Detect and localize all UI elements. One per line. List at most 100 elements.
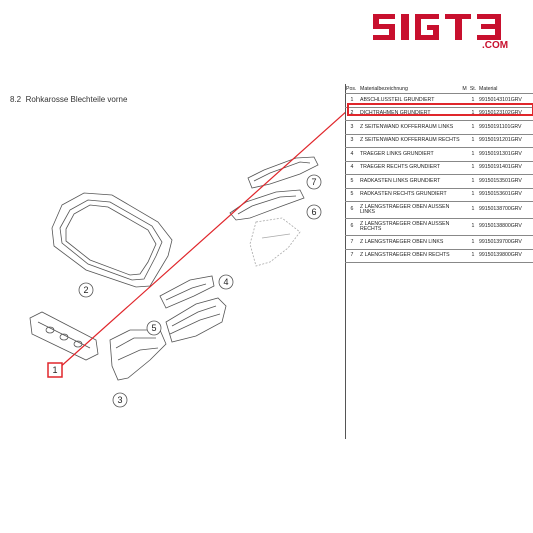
header-name: Materialbezeichnung — [359, 84, 461, 94]
callout-7: 7 — [306, 174, 322, 190]
row-material: 99150191201GRV — [478, 134, 533, 148]
header-qty: St. — [468, 84, 478, 94]
callout-1: 1 — [47, 362, 63, 378]
row-pos: 4 — [345, 161, 359, 175]
row-qty: 1 — [468, 93, 478, 108]
row-name: Z LAENGSTRAEGER OBEN AUSSEN LINKS — [359, 201, 461, 219]
row-qty: 1 — [468, 188, 478, 202]
part-6-strut — [229, 189, 305, 221]
row-material: 99150123102GRV — [478, 107, 533, 121]
parts-table-container: Pos. Materialbezeichnung M St. Material … — [345, 84, 533, 263]
callout-4: 4 — [218, 274, 234, 290]
row-m — [461, 161, 468, 175]
row-material: 99150191401GRV — [478, 161, 533, 175]
row-material: 99150139700GRV — [478, 235, 533, 250]
row-m — [461, 174, 468, 189]
row-name: Z SEITENWAND KOFFERRAUM RECHTS — [359, 134, 461, 148]
row-pos: 5 — [345, 174, 359, 189]
svg-text:5: 5 — [151, 323, 156, 333]
row-qty: 1 — [468, 174, 478, 189]
row-name: Z SEITENWAND KOFFERRAUM LINKS — [359, 120, 461, 135]
row-qty: 1 — [468, 161, 478, 175]
row-m — [461, 93, 468, 108]
row-material: 99150139800GRV — [478, 249, 533, 263]
row-pos: 4 — [345, 147, 359, 162]
section-number: 8.2 — [10, 95, 22, 104]
row-qty: 1 — [468, 218, 478, 236]
row-qty: 1 — [468, 201, 478, 219]
svg-text:1: 1 — [52, 365, 57, 375]
row-pos: 3 — [345, 120, 359, 135]
row-pos: 6 — [345, 218, 359, 236]
part-2-frame — [51, 192, 173, 288]
section-name: Rohkarosse Blechteile vorne — [25, 95, 128, 104]
parts-diagram: 1 2 3 4 5 6 7 — [29, 111, 345, 408]
row-pos: 6 — [345, 201, 359, 219]
row-m — [461, 235, 468, 250]
part-1-endpiece — [29, 311, 99, 361]
row-name: Z LAENGSTRAEGER OBEN RECHTS — [359, 249, 461, 263]
svg-text:2: 2 — [83, 285, 88, 295]
logo-domain: .COM — [482, 40, 509, 51]
row-pos: 3 — [345, 134, 359, 148]
row-material: 99150191101GRV — [478, 120, 533, 135]
row-qty: 1 — [468, 120, 478, 135]
row-pos: 5 — [345, 188, 359, 202]
callout-5: 5 — [146, 320, 162, 336]
callout-6: 6 — [306, 204, 322, 220]
row-name: DICHTRAHMEN GRUNDIERT — [359, 107, 461, 121]
row-m — [461, 147, 468, 162]
row-m — [461, 218, 468, 236]
part-7-strut — [247, 156, 319, 189]
row-m — [461, 188, 468, 202]
row-m — [461, 201, 468, 219]
svg-text:3: 3 — [117, 395, 122, 405]
header-pos: Pos. — [345, 84, 359, 94]
row-name: Z LAENGSTRAEGER OBEN LINKS — [359, 235, 461, 250]
row-qty: 1 — [468, 249, 478, 263]
header-material: Material — [478, 84, 533, 94]
row-material: 99150153501GRV — [478, 174, 533, 189]
row-name: RADKASTEN LINKS GRUNDIERT — [359, 174, 461, 189]
row-pos: 7 — [345, 235, 359, 250]
row-name: TRAEGER RECHTS GRUNDIERT — [359, 161, 461, 175]
row-m — [461, 120, 468, 135]
part-3-sidewall — [109, 329, 167, 381]
row-qty: 1 — [468, 235, 478, 250]
callout-3: 3 — [112, 392, 128, 408]
row-name: RADKASTEN RECHTS GRUNDIERT — [359, 188, 461, 202]
row-name: TRAEGER LINKS GRUNDIERT — [359, 147, 461, 162]
parts-table: Pos. Materialbezeichnung M St. Material … — [345, 84, 533, 263]
callout-2: 2 — [78, 282, 94, 298]
row-material: 99150138700GRV — [478, 201, 533, 219]
svg-text:7: 7 — [311, 177, 316, 187]
sigt3-logo — [373, 14, 501, 40]
row-material: 99150191301GRV — [478, 147, 533, 162]
row-name: Z LAENGSTRAEGER OBEN AUSSEN RECHTS — [359, 218, 461, 236]
row-qty: 1 — [468, 147, 478, 162]
svg-text:6: 6 — [311, 207, 316, 217]
part-5-wheelhouse — [165, 297, 227, 343]
row-m — [461, 134, 468, 148]
row-pos: 7 — [345, 249, 359, 263]
leader-line — [57, 111, 345, 370]
row-qty: 1 — [468, 134, 478, 148]
row-material: 99150153601GRV — [478, 188, 533, 202]
highlight-row-box — [347, 103, 533, 116]
row-qty: 1 — [468, 107, 478, 121]
svg-text:4: 4 — [223, 277, 228, 287]
section-title: 8.2 Rohkarosse Blechteile vorne — [10, 95, 127, 104]
row-m — [461, 249, 468, 263]
table-header-row: Pos. Materialbezeichnung M St. Material — [345, 84, 533, 94]
row-m — [461, 107, 468, 121]
